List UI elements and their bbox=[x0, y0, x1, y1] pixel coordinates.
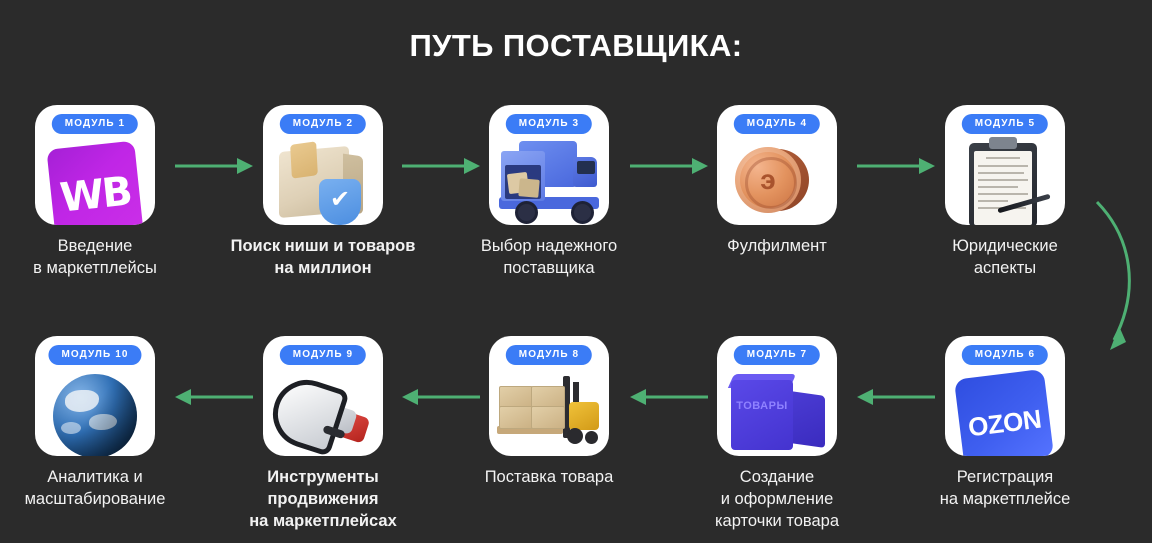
module-6-badge: МОДУЛЬ 6 bbox=[961, 345, 1049, 365]
arrow-right-4-5 bbox=[857, 155, 935, 177]
module-4-badge: МОДУЛЬ 4 bbox=[733, 114, 821, 134]
arrow-right-2-3 bbox=[402, 155, 480, 177]
product-box-tovary-icon: ТОВАРЫ bbox=[717, 366, 837, 456]
module-card-1[interactable]: WB МОДУЛЬ 1 Введение в маркетплейсы bbox=[0, 105, 210, 280]
module-7-card-surface[interactable]: ТОВАРЫ МОДУЛЬ 7 bbox=[717, 336, 837, 456]
module-1-badge: МОДУЛЬ 1 bbox=[51, 114, 139, 134]
module-2-label: Поиск ниши и товаров на миллион bbox=[230, 237, 416, 277]
module-9-label: Инструменты продвижения на маркетплейсах bbox=[249, 468, 397, 530]
module-7-label: Создание и оформление карточки товара bbox=[714, 468, 840, 530]
module-7-badge: МОДУЛЬ 7 bbox=[733, 345, 821, 365]
delivery-truck-icon bbox=[489, 135, 609, 225]
module-card-6[interactable]: OZON МОДУЛЬ 6 Регистрация на маркетплейс… bbox=[890, 336, 1120, 511]
module-6-card-surface[interactable]: OZON МОДУЛЬ 6 bbox=[945, 336, 1065, 456]
module-card-10[interactable]: МОДУЛЬ 10 Аналитика и масштабирование bbox=[0, 336, 210, 511]
module-card-8[interactable]: МОДУЛЬ 8 Поставка товара bbox=[434, 336, 664, 489]
module-9-card-surface[interactable]: МОДУЛЬ 9 bbox=[263, 336, 383, 456]
module-card-2[interactable]: ✔ МОДУЛЬ 2 Поиск ниши и товаров на милли… bbox=[208, 105, 438, 280]
ozon-logo-icon: OZON bbox=[945, 366, 1065, 456]
module-3-card-surface[interactable]: МОДУЛЬ 3 bbox=[489, 105, 609, 225]
arrow-left-6-7 bbox=[857, 386, 935, 408]
module-9-badge: МОДУЛЬ 9 bbox=[279, 345, 367, 365]
module-2-card-surface[interactable]: ✔ МОДУЛЬ 2 bbox=[263, 105, 383, 225]
wb-logo-text: WB bbox=[57, 168, 133, 222]
module-10-badge: МОДУЛЬ 10 bbox=[48, 345, 142, 365]
module-10-card-surface[interactable]: МОДУЛЬ 10 bbox=[35, 336, 155, 456]
module-1-card-surface[interactable]: WB МОДУЛЬ 1 bbox=[35, 105, 155, 225]
module-10-label: Аналитика и масштабирование bbox=[24, 468, 166, 508]
arrow-right-1-2 bbox=[175, 155, 253, 177]
module-5-card-surface[interactable]: МОДУЛЬ 5 bbox=[945, 105, 1065, 225]
module-8-card-surface[interactable]: МОДУЛЬ 8 bbox=[489, 336, 609, 456]
module-6-label: Регистрация на маркетплейсе bbox=[939, 468, 1071, 508]
module-card-7[interactable]: ТОВАРЫ МОДУЛЬ 7 Создание и оформление ка… bbox=[662, 336, 892, 532]
arrow-curved-5-6 bbox=[1092, 198, 1152, 358]
module-3-badge: МОДУЛЬ 3 bbox=[505, 114, 593, 134]
wildberries-logo-icon: WB bbox=[35, 135, 155, 225]
coin-symbol: э bbox=[760, 164, 776, 195]
bronze-coin-icon: э bbox=[717, 135, 837, 225]
forklift-pallet-icon bbox=[489, 366, 609, 456]
arrow-left-8-9 bbox=[402, 386, 480, 408]
module-card-5[interactable]: МОДУЛЬ 5 Юридические аспекты bbox=[890, 105, 1120, 280]
page-title: ПУТЬ ПОСТАВЩИКА: bbox=[409, 28, 743, 63]
module-2-badge: МОДУЛЬ 2 bbox=[279, 114, 367, 134]
megaphone-icon bbox=[263, 366, 383, 456]
tovary-box-text: ТОВАРЫ bbox=[736, 400, 788, 412]
module-3-label: Выбор надежного поставщика bbox=[480, 237, 618, 277]
module-8-badge: МОДУЛЬ 8 bbox=[505, 345, 593, 365]
module-card-4[interactable]: э МОДУЛЬ 4 Фулфилмент bbox=[662, 105, 892, 258]
module-4-card-surface[interactable]: э МОДУЛЬ 4 bbox=[717, 105, 837, 225]
earth-globe-icon bbox=[35, 366, 155, 456]
arrow-right-3-4 bbox=[630, 155, 708, 177]
check-icon: ✔ bbox=[329, 186, 351, 213]
module-5-badge: МОДУЛЬ 5 bbox=[961, 114, 1049, 134]
module-1-label: Введение в маркетплейсы bbox=[33, 237, 157, 277]
arrow-left-7-8 bbox=[630, 386, 708, 408]
cardboard-box-shield-check-icon: ✔ bbox=[263, 135, 383, 225]
ozon-logo-text: OZON bbox=[966, 403, 1043, 443]
module-8-label: Поставка товара bbox=[484, 468, 614, 486]
module-card-9[interactable]: МОДУЛЬ 9 Инструменты продвижения на марк… bbox=[208, 336, 438, 532]
module-4-label: Фулфилмент bbox=[727, 237, 827, 255]
arrow-left-9-10 bbox=[175, 386, 253, 408]
module-card-3[interactable]: МОДУЛЬ 3 Выбор надежного поставщика bbox=[434, 105, 664, 280]
module-5-label: Юридические аспекты bbox=[952, 237, 1058, 277]
clipboard-document-pen-icon bbox=[945, 135, 1065, 225]
